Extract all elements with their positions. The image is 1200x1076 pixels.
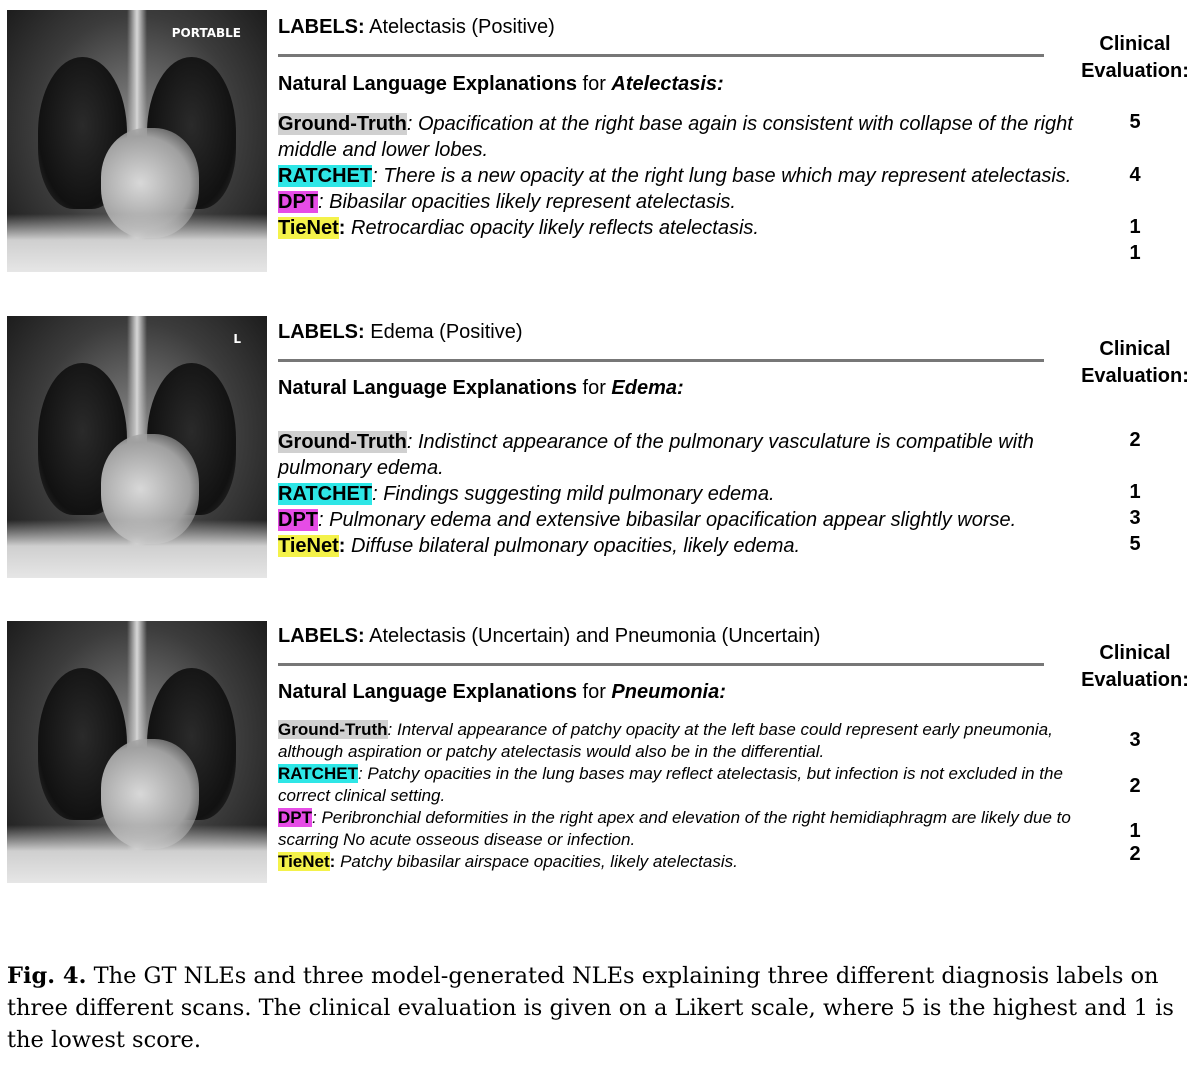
- figure-caption: Fig. 4. The GT NLEs and three model-gene…: [7, 960, 1195, 1056]
- explanation-list-3: Ground-Truth: Interval appearance of pat…: [278, 719, 1078, 873]
- explanation-list-1: Ground-Truth: Opacification at the right…: [278, 111, 1078, 241]
- labels-line-1: LABELS: Atelectasis (Positive): [278, 16, 555, 38]
- score-tienet: 2: [1129, 843, 1141, 865]
- divider-1: [278, 54, 1044, 57]
- score-ground-truth: 2: [1129, 429, 1141, 451]
- explanation-list-2: Ground-Truth: Indistinct appearance of t…: [278, 429, 1078, 559]
- chest-xray-image-2: L: [7, 316, 267, 578]
- explanation-tienet: TieNet: Retrocardiac opacity likely refl…: [278, 217, 759, 239]
- score-tienet: 5: [1129, 533, 1141, 555]
- score-dpt: 1: [1129, 216, 1141, 238]
- nle-heading-3: Natural Language Explanations for Pneumo…: [278, 681, 726, 703]
- labels-value-1: Atelectasis (Positive): [369, 16, 555, 38]
- score-ratchet: 4: [1129, 164, 1141, 186]
- labels-value-3: Atelectasis (Uncertain) and Pneumonia (U…: [369, 625, 821, 647]
- score-ratchet: 2: [1129, 775, 1141, 797]
- explanation-tienet: TieNet: Diffuse bilateral pulmonary opac…: [278, 535, 801, 557]
- divider-2: [278, 359, 1044, 362]
- divider-3: [278, 663, 1044, 666]
- explanation-dpt: DPT: Peribronchial deformities in the ri…: [278, 808, 1071, 849]
- nle-heading-1: Natural Language Explanations for Atelec…: [278, 73, 724, 95]
- explanation-ground-truth: Ground-Truth: Indistinct appearance of t…: [278, 431, 1034, 479]
- chest-xray-image-1: PORTABLE: [7, 10, 267, 272]
- labels-value-2: Edema (Positive): [370, 321, 523, 343]
- score-ground-truth: 5: [1129, 111, 1141, 133]
- explanation-ratchet: RATCHET: Findings suggesting mild pulmon…: [278, 483, 775, 505]
- nle-heading-2: Natural Language Explanations for Edema:: [278, 377, 684, 399]
- explanation-ground-truth: Ground-Truth: Interval appearance of pat…: [278, 720, 1053, 761]
- score-dpt: 1: [1129, 820, 1141, 842]
- explanation-ground-truth: Ground-Truth: Opacification at the right…: [278, 113, 1073, 161]
- xray-marker-2: L: [233, 331, 241, 346]
- explanation-dpt: DPT: Bibasilar opacities likely represen…: [278, 191, 736, 213]
- labels-line-3: LABELS: Atelectasis (Uncertain) and Pneu…: [278, 625, 821, 647]
- score-ground-truth: 3: [1129, 729, 1141, 751]
- explanation-ratchet: RATCHET: Patchy opacities in the lung ba…: [278, 764, 1063, 805]
- explanation-tienet: TieNet: Patchy bibasilar airspace opacit…: [278, 852, 738, 871]
- caption-label: Fig. 4.: [7, 963, 87, 989]
- score-tienet: 1: [1129, 242, 1141, 264]
- explanation-ratchet: RATCHET: There is a new opacity at the r…: [278, 165, 1072, 187]
- score-dpt: 3: [1129, 507, 1141, 529]
- xray-marker-1: PORTABLE: [171, 25, 241, 40]
- explanation-dpt: DPT: Pulmonary edema and extensive bibas…: [278, 509, 1017, 531]
- labels-line-2: LABELS: Edema (Positive): [278, 321, 523, 343]
- caption-text: The GT NLEs and three model-generated NL…: [7, 963, 1174, 1053]
- chest-xray-image-3: [7, 621, 267, 883]
- score-ratchet: 1: [1129, 481, 1141, 503]
